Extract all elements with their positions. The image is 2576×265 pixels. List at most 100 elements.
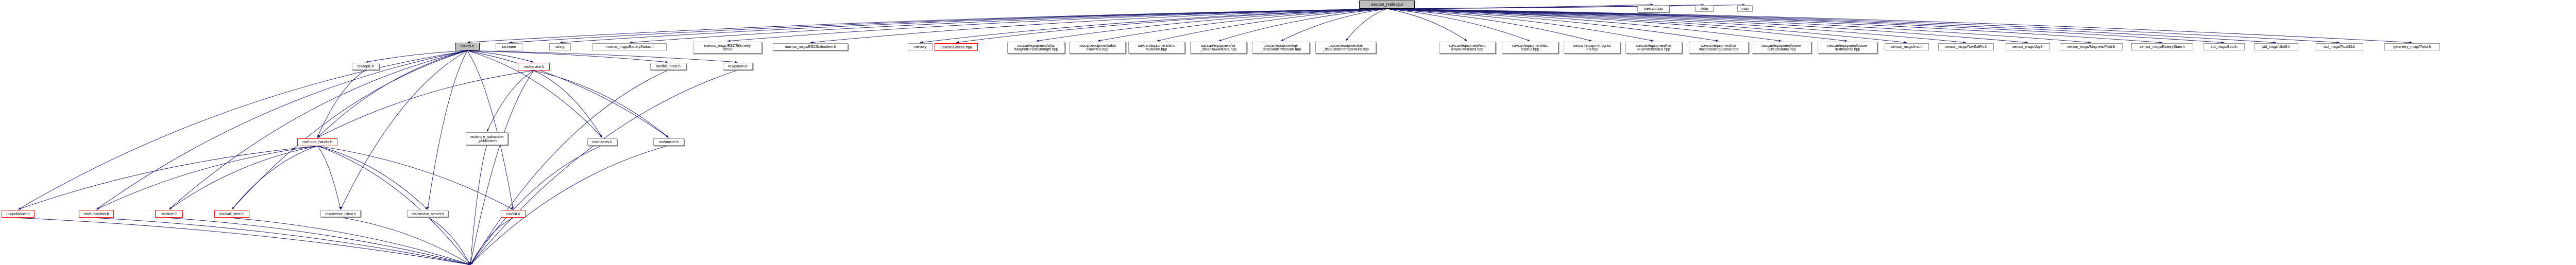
graph-node-battinfo[interactable]: uavcan/equipment/power /BatteryInfo.hpp [1818, 41, 1877, 54]
graph-node-rosros[interactable]: ros/ros.h [455, 43, 480, 51]
edge-rosros-to-roswall [231, 50, 468, 210]
graph-node-navsatfix[interactable]: sensor_msgs/NavSatFix.h [1938, 43, 1994, 51]
graph-node-staticp[interactable]: uavcan/equipment/air _data/StaticPressur… [1252, 41, 1310, 54]
graph-node-roswall[interactable]: ros/wall_timer.h [214, 210, 249, 218]
edge-rosnodeh-to-rossvcclient [317, 146, 341, 210]
graph-node-label: uavcan/equipment/ahrs /Solution.hpp [1138, 43, 1176, 52]
graph-node-label: map [1741, 6, 1749, 11]
graph-node-label: mavros_msgs/ESCTelemetry Item.h [704, 43, 751, 52]
graph-node-label: uavcan/equipment/ice /FuelTankStatus.hpp [1636, 43, 1671, 52]
graph-node-label: ros/topic.h [357, 64, 374, 69]
graph-node-rosparam[interactable]: ros/param.h [723, 63, 753, 70]
edge-rosros-to-rostimer [168, 50, 468, 210]
edge-root-to-uavcanhpp [1386, 3, 1654, 9]
graph-node-statict[interactable]: uavcan/equipment/air _data/StaticTempera… [1315, 41, 1376, 54]
edge-root-to-magfield [1036, 8, 1387, 42]
graph-node-label: uavcan/equipment/air _data/RawAirData.hp… [1200, 43, 1237, 52]
graph-node-label: ros/service.h [523, 64, 544, 69]
graph-node-label: ros/subscriber.h [83, 211, 109, 216]
edge-root-to-escstatus [1386, 8, 1531, 42]
graph-node-label: ros/master.h [658, 139, 679, 144]
graph-node-uavcanhpp[interactable]: uavcan.hpp [1637, 5, 1669, 13]
edge-rosnodeh-to-rosforwards [317, 146, 471, 265]
graph-node-magfieldh[interactable]: sensor_msgs/MagneticField.h [2060, 43, 2123, 51]
graph-node-imuh[interactable]: sensor_msgs/Imu.h [1885, 43, 1929, 51]
edge-root-to-battstat [629, 8, 1387, 44]
graph-node-magfield[interactable]: uavcan/equipment/ahrs /MagneticFieldStre… [1007, 41, 1065, 54]
graph-node-label: uavcan.hpp [1643, 6, 1663, 11]
graph-node-fueltank[interactable]: uavcan/equipment/ice /FuelTankStatus.hpp [1625, 41, 1682, 54]
graph-node-label: sensor_msgs/Imu.h [1891, 44, 1923, 49]
graph-node-esctelem[interactable]: mavros_msgs/ESCTelemetry Item.h [693, 41, 762, 54]
graph-node-circuitst[interactable]: uavcan/equipment/power /CircuitStatus.hp… [1752, 41, 1811, 54]
graph-node-root[interactable]: uavcan_node.cpp [1359, 0, 1415, 9]
edge-rosinit-to-rosforwards [470, 217, 514, 265]
graph-node-rosnames[interactable]: ros/names.h [587, 138, 617, 146]
edge-root-to-statict [1345, 8, 1387, 42]
graph-node-label: ros/param.h [728, 64, 748, 69]
graph-node-rossingle[interactable]: ros/single_subscriber _publisher.h [466, 132, 508, 145]
graph-node-escstat[interactable]: mavros_msgs/ESCStatusItem.h [773, 43, 848, 51]
edge-root-to-escstat [810, 8, 1387, 44]
edge-root-to-navsatfix [1386, 8, 1967, 44]
graph-node-battstateh[interactable]: sensor_msgs/BatteryState.h [2131, 43, 2193, 51]
graph-node-rossvcserver[interactable]: ros/service_server.h [407, 210, 448, 218]
edge-rosnodeh-to-rosinit [317, 146, 514, 210]
graph-node-uint8h[interactable]: std_msgs/UInt8.h [2254, 43, 2298, 51]
edge-rosservice-to-rossingle [486, 70, 534, 132]
edge-rosservice-to-rosforwards [470, 70, 534, 265]
graph-node-rostopic[interactable]: ros/topic.h [352, 63, 379, 70]
edge-rosros-to-rospub [18, 50, 468, 210]
edge-rosnodeh-to-roswall [231, 146, 318, 210]
graph-node-rosservice[interactable]: ros/service.h [518, 63, 550, 71]
edge-rosros-to-rosinit [467, 50, 514, 210]
graph-node-boolh[interactable]: std_msgs/Bool.h [2204, 43, 2245, 51]
edge-rossvcserver-to-rosforwards [427, 217, 471, 265]
edge-root-to-uint8h [1386, 8, 2277, 44]
graph-node-float32h[interactable]: std_msgs/Float32.h [2316, 43, 2363, 51]
edge-rosros-to-rossvcclient [340, 50, 468, 210]
graph-node-uavcanuav[interactable]: uavcan/uavcan.hpp [935, 43, 978, 51]
graph-node-label: stdio [1700, 6, 1708, 11]
graph-node-rosthisnode[interactable]: ros/this_node.h [650, 63, 686, 70]
graph-node-rosinit[interactable]: ros/init.h [501, 210, 526, 218]
graph-node-rossvcclient[interactable]: ros/service_client.h [320, 210, 361, 218]
graph-node-battstat[interactable]: mavros_msgs/BatteryStatus.h [592, 43, 667, 51]
graph-node-rawair[interactable]: uavcan/equipment/air _data/RawAirData.hp… [1190, 41, 1247, 54]
graph-node-gnssfix[interactable]: uavcan/equipment/gnss /Fix.hpp [1564, 41, 1620, 54]
edge-root-to-float32h [1386, 8, 2340, 44]
graph-node-rawimu[interactable]: uavcan/equipment/ahrs /RawIMU.hpp [1069, 41, 1126, 54]
graph-node-label: ros/publisher.h [6, 211, 30, 216]
edge-rossingle-to-rosforwards [469, 145, 487, 265]
edge-rosros-to-rosthisnode [467, 50, 669, 63]
graph-node-rosmaster[interactable]: ros/master.h [653, 138, 684, 146]
graph-node-recipstat[interactable]: uavcan/equipment/ice /reciprocating/Stat… [1689, 41, 1749, 54]
edge-root-to-iostream [509, 8, 1387, 44]
graph-node-escstatus[interactable]: uavcan/equipment/esc /Status.hpp [1502, 41, 1558, 54]
edge-rosnodeh-to-rospub [18, 146, 318, 210]
graph-node-rosnodeh[interactable]: ros/node_handle.h [297, 138, 337, 146]
graph-node-label: geometry_msgs/Twist.h [2393, 44, 2431, 49]
graph-node-iostream[interactable]: iostream [496, 43, 522, 51]
edge-rosros-to-rossvcserver [427, 50, 468, 210]
graph-node-escrawcmd[interactable]: uavcan/equipment/esc /RawCommand.hpp [1439, 41, 1496, 54]
graph-node-label: ros/this_node.h [656, 64, 681, 69]
graph-node-rostimer[interactable]: ros/timer.h [155, 210, 183, 218]
graph-node-label: uavcan/equipment/gnss /Fix.hpp [1573, 43, 1611, 52]
graph-node-joyh[interactable]: sensor_msgs/Joy.h [2006, 43, 2050, 51]
edge-rospub-to-rosforwards [18, 217, 471, 265]
graph-node-memory[interactable]: memory [908, 43, 933, 51]
edge-rosros-to-rosmaster [467, 50, 669, 138]
graph-node-string[interactable]: string [549, 43, 571, 51]
edge-rosservice-to-rosmaster [533, 70, 669, 138]
graph-node-map[interactable]: map [1737, 5, 1753, 12]
graph-node-ahrssol[interactable]: uavcan/equipment/ahrs /Solution.hpp [1128, 41, 1185, 54]
graph-node-stdio[interactable]: stdio [1695, 5, 1714, 12]
edge-rosservice-to-rosnames [533, 70, 603, 138]
graph-node-rossub[interactable]: ros/subscriber.h [79, 210, 114, 218]
graph-node-twisth[interactable]: geometry_msgs/Twist.h [2384, 43, 2440, 51]
edge-root-to-boolh [1386, 8, 2225, 44]
graph-node-label: uavcan_node.cpp [1371, 2, 1403, 7]
graph-node-label: uavcan/equipment/esc /RawCommand.hpp [1449, 43, 1485, 52]
graph-node-rospub[interactable]: ros/publisher.h [2, 210, 35, 218]
